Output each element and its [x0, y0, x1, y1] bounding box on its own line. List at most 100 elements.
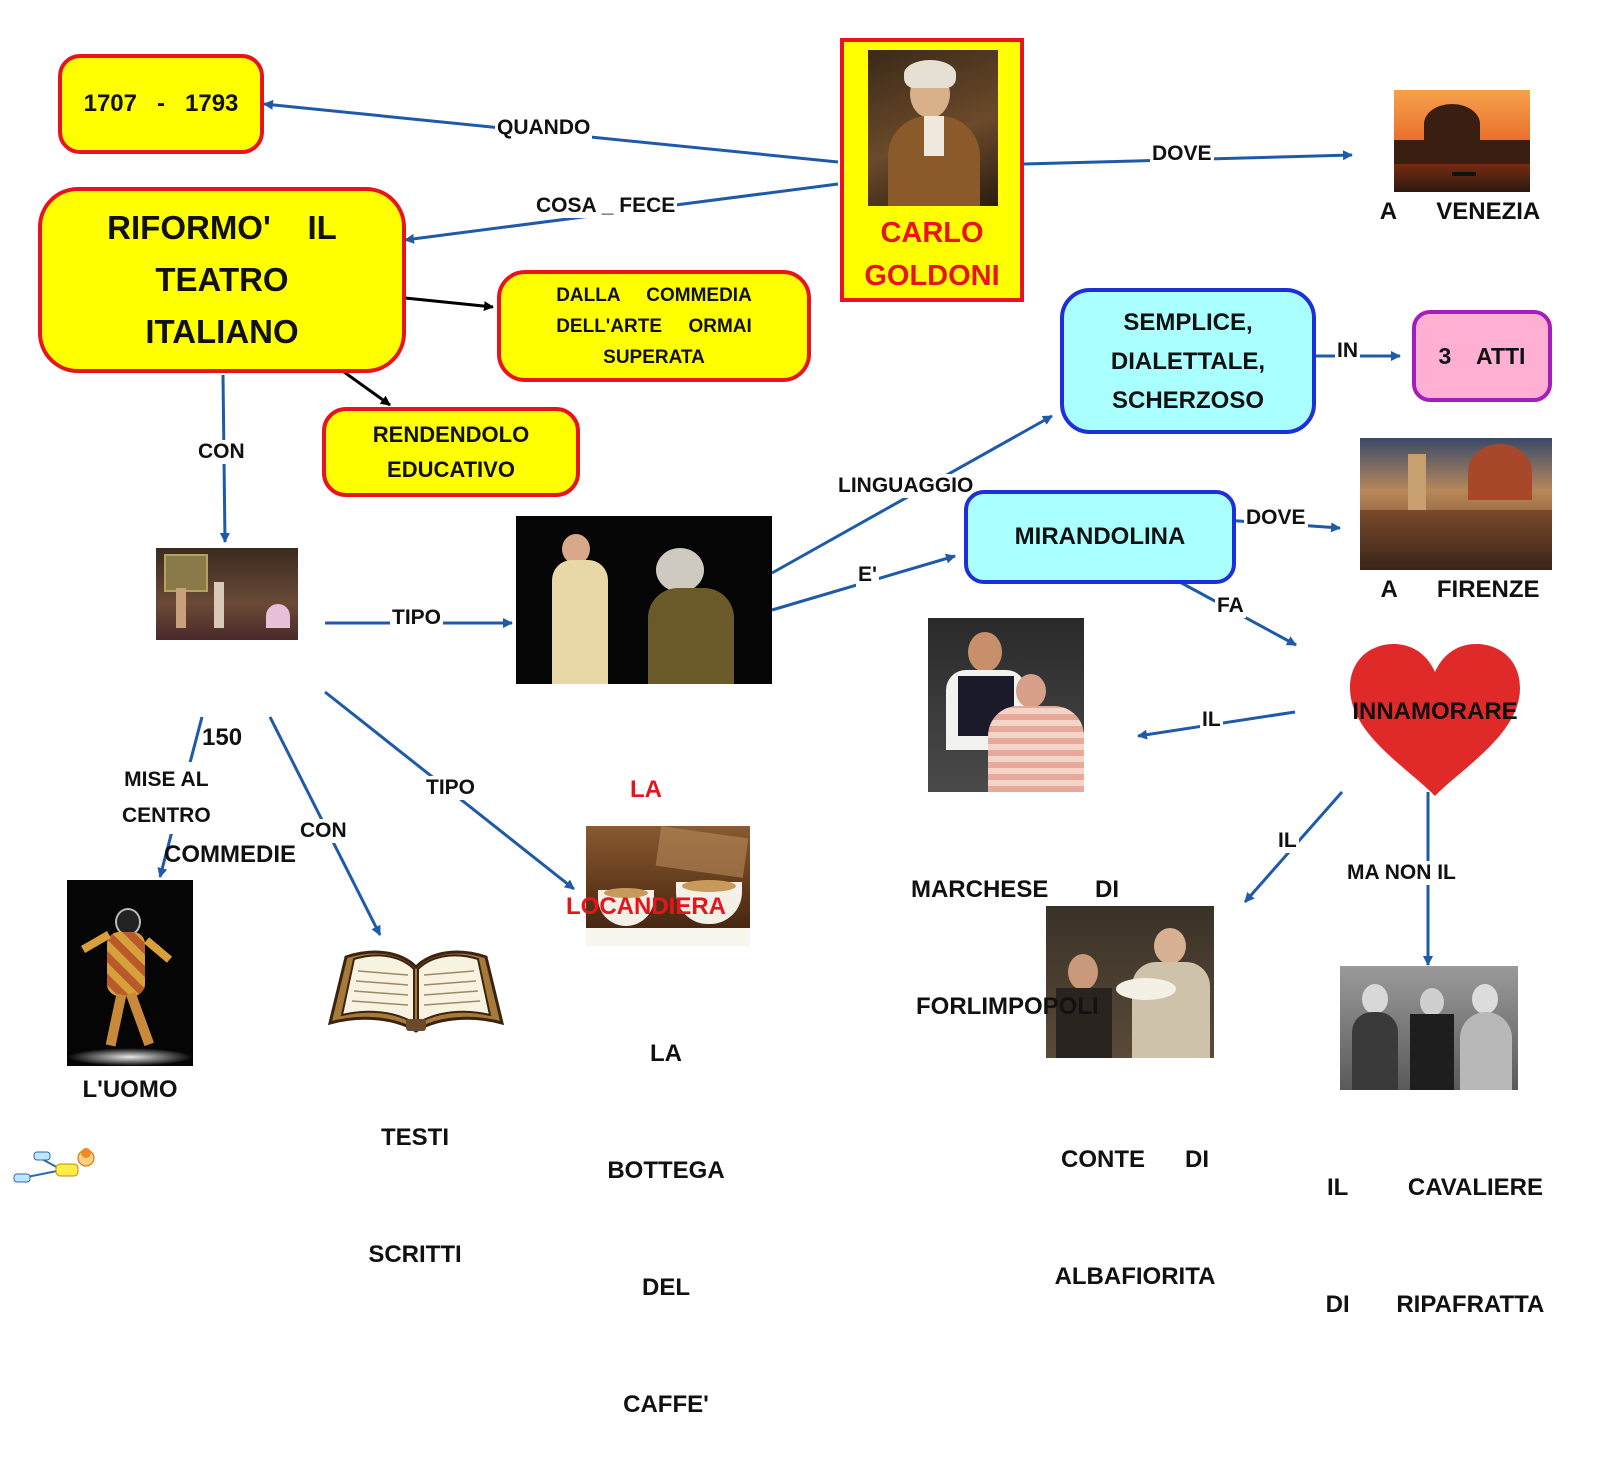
acts-text: 3 ATTI	[1438, 342, 1526, 369]
commedia-line-2: DELL'ARTE ORMAI	[556, 315, 752, 337]
caption-testi: TESTI SCRITTI	[350, 1040, 480, 1313]
caption-bottega-line-4: CAFFE'	[623, 1391, 709, 1418]
label-centro-line: CENTRO	[122, 804, 211, 827]
dates-node[interactable]: 1707 - 1793	[58, 54, 264, 154]
conte-coat	[1056, 988, 1112, 1058]
caption-bottega: LA BOTTEGA DEL CAFFE'	[596, 956, 736, 1463]
open-book-icon	[326, 945, 506, 1035]
author-node[interactable]: CARLO GOLDONI	[840, 38, 1024, 302]
goldoni-portrait-image	[868, 50, 998, 206]
author-last-name: GOLDONI	[864, 260, 1000, 292]
reform-node[interactable]: RIFORMO' IL TEATRO ITALIANO	[38, 187, 406, 373]
florence-skyline-image	[1360, 438, 1552, 570]
florence-rooftops	[1360, 510, 1552, 570]
cavaliere-figure-1-body	[1352, 1012, 1398, 1090]
heart-icon[interactable]: INNAMORARE	[1348, 642, 1522, 798]
marchese-scene-image	[928, 618, 1084, 792]
conte-scene-image	[1046, 906, 1214, 1058]
label-mise-al-centro: MISE AL CENTRO	[120, 762, 213, 834]
caption-marchese-line-2: FORLIMPOPOLI	[916, 993, 1099, 1020]
caption-commedie-count: 150	[202, 724, 243, 751]
educativo-line-1: RENDENDOLO	[372, 422, 530, 447]
harlequin-spotlight	[67, 1048, 193, 1066]
label-tipo-bottega: TIPO	[424, 776, 478, 800]
actors-scene-image	[516, 516, 772, 684]
label-mise-line: MISE AL	[124, 768, 209, 791]
harlequin-leg-right	[126, 991, 154, 1047]
caption-testi-line-2: SCRITTI	[368, 1241, 462, 1268]
conte-linen	[1116, 978, 1176, 1000]
label-ma-non-il: MA NON IL	[1345, 861, 1458, 885]
educativo-node[interactable]: RENDENDOLO EDUCATIVO	[322, 407, 580, 497]
caption-locandiera-title: LOCANDIERA	[566, 893, 726, 920]
caption-locandiera: LA LOCANDIERA	[556, 692, 736, 965]
caption-firenze: A FIRENZE	[1380, 576, 1540, 603]
stage-actor-3	[266, 604, 290, 628]
old-man-coat	[648, 588, 734, 684]
commedia-node[interactable]: DALLA COMMEDIA DELL'ARTE ORMAI SUPERATA	[497, 270, 811, 382]
coffee-cups-image	[586, 826, 750, 946]
caption-commedie-label: COMMEDIE	[164, 841, 296, 868]
caption-commedie: 150 COMMEDIE	[150, 640, 310, 913]
woman-face	[1016, 674, 1046, 708]
caption-cavaliere-line-1: IL CAVALIERE	[1326, 1174, 1544, 1201]
language-node[interactable]: SEMPLICE, DIALETTALE, SCHERZOSO	[1060, 288, 1316, 434]
stage-painting	[164, 554, 208, 592]
conte-face	[1068, 954, 1098, 990]
venice-gondola	[1452, 172, 1476, 176]
label-fa: FA	[1215, 594, 1246, 618]
label-e: E'	[856, 563, 880, 587]
caption-testi-line-1: TESTI	[380, 1124, 449, 1151]
heart-text: INNAMORARE	[1352, 698, 1518, 725]
label-in: IN	[1335, 339, 1360, 363]
mirandolina-text: MIRANDOLINA	[1014, 523, 1186, 550]
reform-line-3: ITALIANO	[145, 313, 299, 350]
reform-line-1: RIFORMO' IL	[107, 209, 337, 246]
label-con-testi: CON	[298, 819, 349, 843]
caption-marchese-line-1: MARCHESE DI	[910, 876, 1120, 903]
reform-line-2: TEATRO	[155, 261, 289, 298]
label-quando: QUANDO	[495, 116, 593, 140]
language-line-1: SEMPLICE,	[1123, 308, 1253, 336]
caption-bottega-line-1: LA	[650, 1040, 682, 1067]
acts-node[interactable]: 3 ATTI	[1412, 310, 1552, 402]
woman-dress	[988, 706, 1084, 792]
edge-educativo	[343, 370, 391, 407]
venice-buildings	[1394, 140, 1530, 164]
language-line-2: DIALETTALE,	[1110, 347, 1266, 375]
theatre-stage-image	[156, 548, 298, 640]
harlequin-leg-left	[105, 993, 127, 1047]
cavaliere-figure-2-head	[1420, 988, 1444, 1016]
portrait-cravat	[924, 116, 944, 156]
language-line-3: SCHERZOSO	[1111, 386, 1264, 414]
label-il-marchese: IL	[1200, 708, 1223, 732]
coffee-crema-right	[682, 880, 736, 892]
portrait-wig	[904, 60, 956, 88]
label-linguaggio: LINGUAGGIO	[836, 474, 976, 498]
florence-dome	[1468, 444, 1532, 500]
commedia-line-3: SUPERATA	[603, 346, 705, 368]
caption-uomo: L'UOMO	[82, 1076, 178, 1103]
dates-text: 1707 - 1793	[83, 90, 239, 117]
caption-locandiera-article: LA	[630, 776, 662, 803]
caption-bottega-line-3: DEL	[642, 1274, 690, 1301]
educativo-line-2: EDUCATIVO	[387, 457, 515, 482]
caption-conte-line-1: CONTE DI	[1060, 1146, 1209, 1173]
coffee-saucers	[586, 928, 750, 946]
author-title: CARLO GOLDONI	[844, 212, 1020, 298]
coffee-crema-left	[604, 888, 648, 898]
locandiera-dress	[552, 560, 608, 684]
venice-dome	[1424, 104, 1480, 144]
caption-conte: CONTE DI ALBAFIORITA	[1040, 1062, 1230, 1335]
cavaliere-figure-3-head	[1472, 984, 1498, 1014]
mirandolina-node[interactable]: MIRANDOLINA	[964, 490, 1236, 584]
old-man-wig	[656, 548, 704, 592]
cavaliere-figure-3-body	[1460, 1012, 1512, 1090]
harlequin-body	[107, 932, 145, 996]
label-dove-firenze: DOVE	[1244, 506, 1308, 530]
cavaliere-scene-image	[1340, 966, 1518, 1090]
label-con-commedie: CON	[196, 440, 247, 464]
cavaliere-figure-1-head	[1362, 984, 1388, 1014]
harlequin-dancer-image	[67, 880, 193, 1066]
author-first-name: CARLO	[880, 217, 984, 249]
